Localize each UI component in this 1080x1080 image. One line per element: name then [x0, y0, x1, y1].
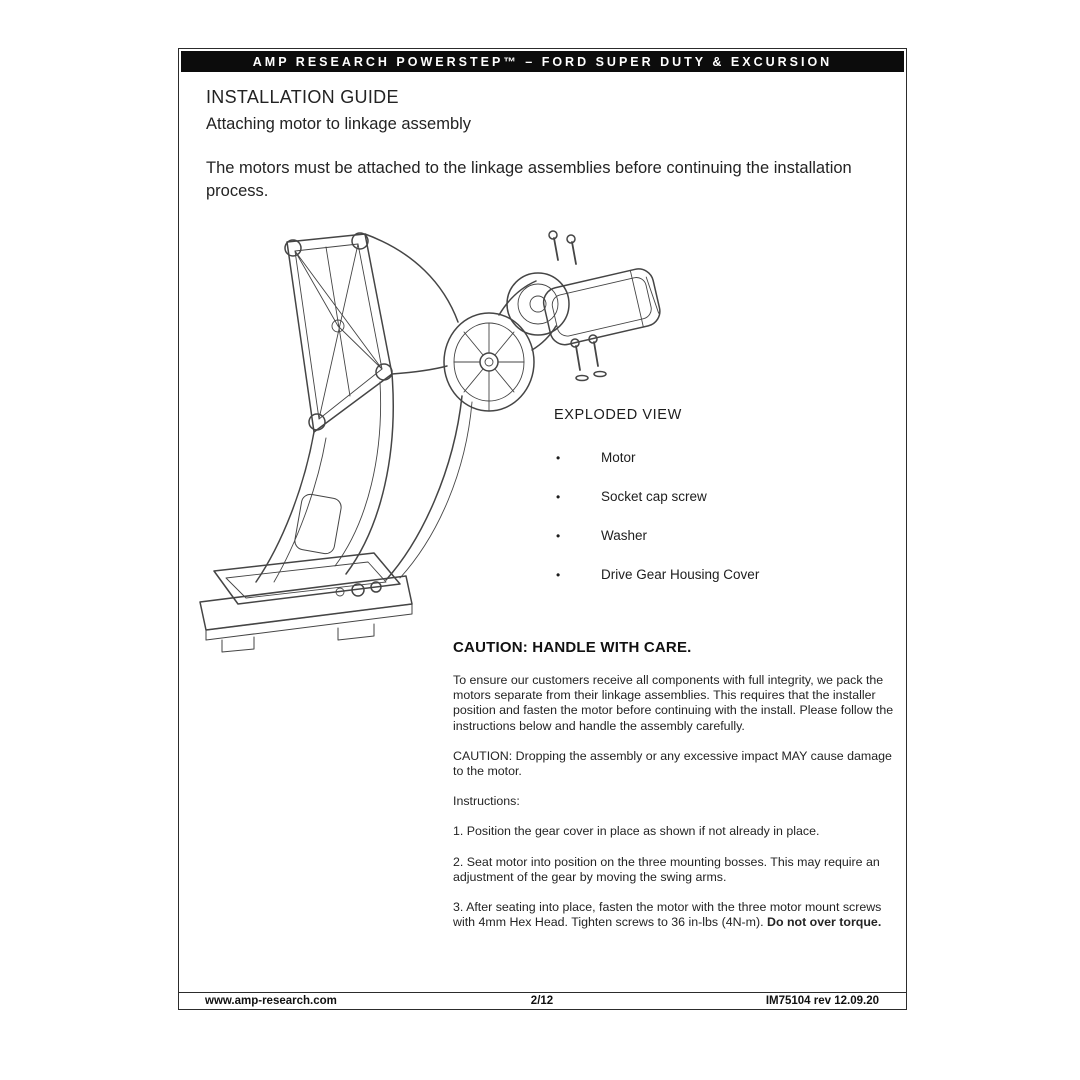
- lead-paragraph: The motors must be attached to the linka…: [206, 159, 852, 200]
- step-3-text: 3. After seating into place, fasten the …: [453, 900, 882, 930]
- footer-doc-id: IM75104 rev 12.09.20: [765, 995, 879, 1007]
- item-label: Socket cap screw: [601, 489, 707, 504]
- instruction-step-3: 3. After seating into place, fasten the …: [453, 900, 905, 930]
- step-3-warning: Do not over torque.: [767, 915, 882, 930]
- exploded-assembly-illustration: [186, 226, 671, 666]
- list-item: Drive Gear Housing Cover: [554, 567, 889, 583]
- exploded-view-list: Motor Socket cap screw Washer Drive Gear…: [554, 450, 889, 583]
- item-label: Motor: [601, 450, 636, 465]
- instructions-label: Instructions:: [453, 794, 520, 809]
- instruction-step-1: 1. Position the gear cover in place as s…: [453, 824, 820, 839]
- header-title: AMP RESEARCH POWERSTEP™ – FORD SUPER DUT…: [252, 54, 833, 69]
- caution-paragraph-1: To ensure our customers receive all comp…: [453, 673, 894, 733]
- exploded-view-title: EXPLODED VIEW: [554, 407, 682, 423]
- exploded-view-section: EXPLODED VIEW Motor Socket cap screw Was…: [554, 407, 889, 606]
- instruction-step-2: 2. Seat motor into position on the three…: [453, 854, 880, 884]
- caution-heading: CAUTION: HANDLE WITH CARE.: [453, 639, 692, 656]
- footer-website: www.amp-research.com: [205, 995, 337, 1007]
- item-label: Drive Gear Housing Cover: [601, 567, 760, 582]
- list-item: Socket cap screw: [554, 489, 889, 505]
- list-item: Washer: [554, 528, 889, 544]
- header-banner: AMP RESEARCH POWERSTEP™ – FORD SUPER DUT…: [181, 51, 904, 72]
- list-item: Motor: [554, 450, 889, 466]
- guide-subtitle: Attaching motor to linkage assembly: [206, 115, 472, 133]
- item-label: Washer: [601, 528, 648, 543]
- intro-section: INSTALLATION GUIDE Attaching motor to li…: [206, 87, 471, 134]
- document-page: AMP RESEARCH POWERSTEP™ – FORD SUPER DUT…: [178, 48, 907, 1010]
- caution-section: CAUTION: HANDLE WITH CARE. To ensure our…: [453, 639, 905, 945]
- installation-guide-title: INSTALLATION GUIDE: [206, 87, 399, 107]
- footer-page-number: 2/12: [530, 995, 554, 1007]
- caution-paragraph-2: CAUTION: Dropping the assembly or any ex…: [453, 748, 892, 779]
- page-footer: www.amp-research.com 2/12 IM75104 rev 12…: [179, 992, 906, 1009]
